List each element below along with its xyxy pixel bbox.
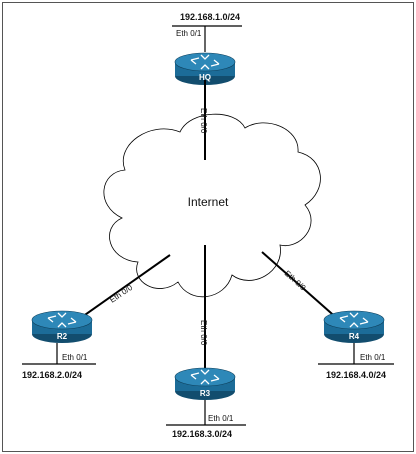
router-name-r2: R2 [57, 332, 68, 341]
lan-iface-r2: Eth 0/1 [62, 353, 88, 362]
router-arrows-icon [190, 54, 220, 70]
router-arrows-icon [339, 312, 369, 328]
wan-iface-r4: Eth 0/0 [283, 269, 308, 293]
wan-iface-r3: Eth 0/0 [199, 320, 208, 346]
router-name-r4: R4 [349, 332, 360, 341]
network-label-hq: 192.168.1.0/24 [180, 12, 240, 22]
lan-iface-hq: Eth 0/1 [176, 29, 202, 38]
wan-iface-hq: Eth 0/0 [199, 108, 208, 134]
cloud-label: Internet [188, 195, 229, 209]
internet-cloud [103, 113, 321, 298]
network-label-r4: 192.168.4.0/24 [326, 370, 386, 380]
router-arrows-icon [47, 312, 77, 328]
lan-iface-r4: Eth 0/1 [360, 353, 386, 362]
router-name-r3: R3 [200, 389, 211, 398]
network-label-r3: 192.168.3.0/24 [172, 429, 232, 439]
router-hq: HQ [174, 52, 236, 85]
router-r2: R2 [31, 310, 93, 343]
router-r3: R3 [174, 367, 236, 400]
wan-iface-r2: Eth 0/0 [108, 283, 135, 305]
network-label-r2: 192.168.2.0/24 [22, 370, 82, 380]
lan-iface-r3: Eth 0/1 [208, 414, 234, 423]
router-r4: R4 [323, 310, 385, 343]
router-arrows-icon [190, 369, 220, 385]
router-name-hq: HQ [199, 73, 211, 82]
